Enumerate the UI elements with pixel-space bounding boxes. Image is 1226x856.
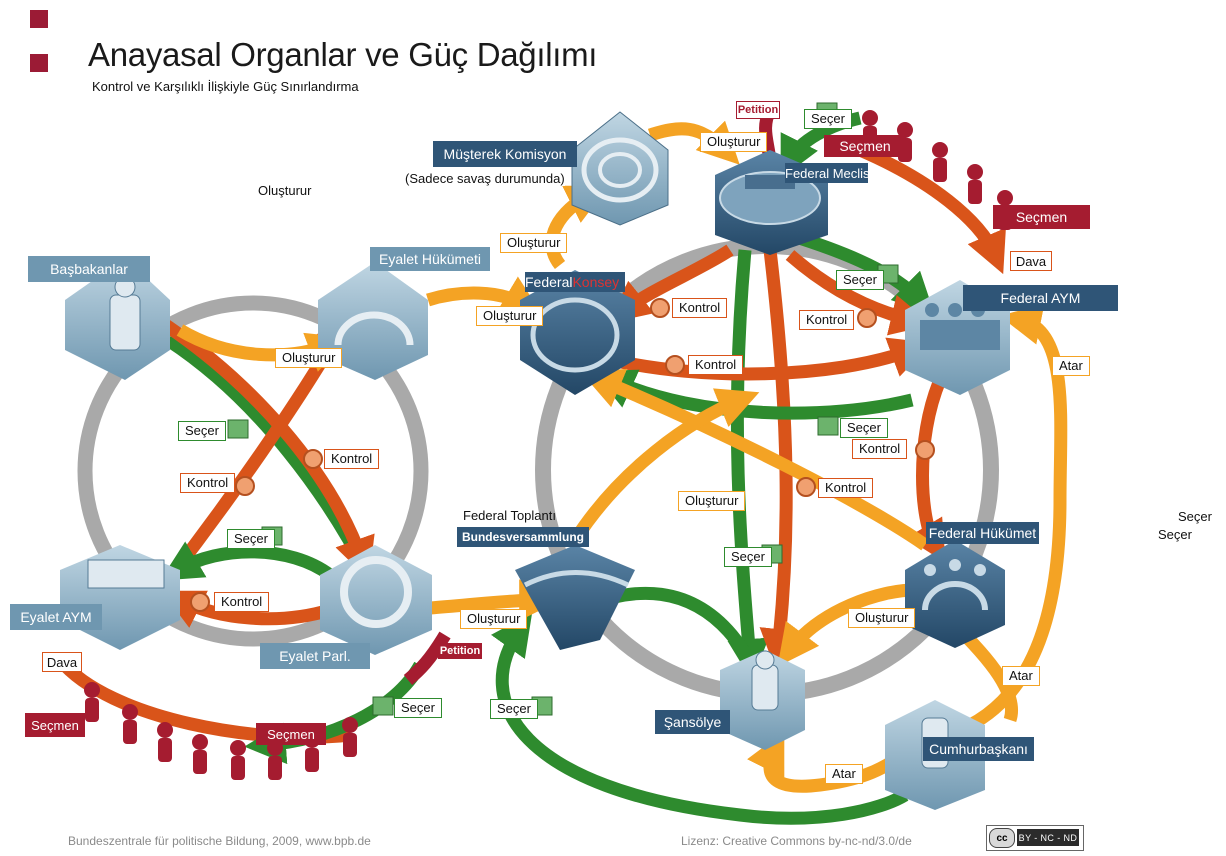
label-kontrol-6: Kontrol	[324, 449, 380, 469]
magnifier-icons	[190, 298, 935, 612]
organ-federal-konsey	[520, 270, 635, 395]
label-federal-toplanti: Federal Toplantı	[463, 508, 556, 523]
label-olusturur-2: Oluşturur	[500, 233, 568, 253]
label-kontrol-5: Kontrol	[818, 478, 874, 498]
page-subtitle: Kontrol ve Karşılıklı İlişkiyle Güç Sını…	[92, 79, 359, 94]
label-olusturur-4: Oluşturur	[275, 348, 343, 368]
accent-square-top	[30, 10, 48, 28]
left-arrows	[55, 311, 451, 765]
label-olusturur-6: Oluşturur	[848, 608, 916, 628]
label-federal-aym: Federal AYM	[963, 285, 1118, 311]
label-federal-konsey-b: Konsey	[572, 274, 620, 290]
label-musterek-note: (Sadece savaş durumunda)	[405, 171, 565, 186]
label-kontrol-7: Kontrol	[180, 473, 236, 493]
label-federal-konsey-a: Federal	[525, 274, 573, 290]
label-atar-1: Atar	[1052, 356, 1090, 376]
label-eyalet-parl: Eyalet Parl.	[260, 643, 370, 669]
label-bundesversammlung: Bundesversammlung	[457, 527, 589, 547]
organ-eyalet-hukumeti	[318, 262, 428, 380]
footer-source: Bundeszentrale für politische Bildung, 2…	[68, 834, 371, 848]
label-petition-left: Petition	[438, 643, 482, 659]
label-secer-1: Seçer	[804, 109, 852, 129]
organ-basbakanlar	[65, 258, 170, 380]
label-secer-7: Seçer	[394, 698, 442, 718]
label-eyalet-hukumeti: Eyalet Hükümeti	[370, 247, 490, 271]
label-olusturur-1: Oluşturur	[700, 132, 768, 152]
label-basbakanlar: Başbakanlar	[28, 256, 150, 282]
organ-eyalet-aym	[60, 545, 180, 650]
label-secer-4: Seçer	[724, 547, 772, 567]
free-label-secer-1: Seçer	[1178, 509, 1212, 524]
label-olusturur-3: Oluşturur	[476, 306, 544, 326]
label-kontrol-4: Kontrol	[852, 439, 908, 459]
label-federal-hukumet: Federal Hükümet	[926, 522, 1039, 544]
label-secer-8: Seçer	[490, 699, 538, 719]
footer-license: Lizenz: Creative Commons by-nc-nd/3.0/de	[681, 834, 912, 848]
label-eyalet-aym: Eyalet AYM	[10, 604, 102, 630]
label-secer-5: Seçer	[178, 421, 226, 441]
organ-eyalet-parl	[320, 545, 432, 655]
label-sansolye: Şansölye	[655, 710, 730, 734]
label-secmen-bottom: Seçmen	[256, 723, 326, 745]
left-ring	[77, 295, 429, 647]
organ-bundesversammlung	[515, 545, 635, 650]
label-petition-top: Petition	[736, 101, 780, 119]
label-kontrol-1: Kontrol	[672, 298, 728, 318]
label-secmen-left: Seçmen	[25, 713, 85, 737]
label-olusturur-5: Oluşturur	[678, 491, 746, 511]
organ-sansolye	[720, 650, 805, 750]
label-secer-2: Seçer	[836, 270, 884, 290]
cc-icon: cc	[989, 828, 1015, 848]
free-label-olusturur: Oluşturur	[258, 183, 312, 198]
label-musterek-komisyon: Müşterek Komisyon	[433, 141, 577, 167]
label-cumhurbaskani: Cumhurbaşkanı	[923, 737, 1034, 761]
label-kontrol-2: Kontrol	[799, 310, 855, 330]
label-dava-right: Dava	[1010, 251, 1052, 271]
label-olusturur-7: Oluşturur	[460, 609, 528, 629]
cc-license-badge[interactable]: cc BY - NC - ND	[986, 825, 1084, 851]
organ-musterek-komisyon	[571, 111, 669, 226]
label-secer-6: Seçer	[227, 529, 275, 549]
page-title: Anayasal Organlar ve Güç Dağılımı	[88, 36, 598, 73]
label-secmen-right: Seçmen	[993, 205, 1090, 229]
label-kontrol-8: Kontrol	[214, 592, 270, 612]
label-secmen-top: Seçmen	[824, 135, 906, 157]
label-atar-3: Atar	[825, 764, 863, 784]
free-label-secer-2: Seçer	[1158, 527, 1192, 542]
accent-square-bottom	[30, 54, 48, 72]
cc-terms: BY - NC - ND	[1017, 829, 1079, 846]
organ-federal-hukumet	[905, 540, 1005, 648]
label-federal-meclis: Federal Meclis	[785, 163, 868, 183]
label-atar-2: Atar	[1002, 666, 1040, 686]
label-secer-3: Seçer	[840, 418, 888, 438]
label-federal-konsey: Federal Konsey	[525, 272, 625, 292]
label-dava-left: Dava	[42, 652, 82, 672]
label-kontrol-3: Kontrol	[688, 355, 744, 375]
